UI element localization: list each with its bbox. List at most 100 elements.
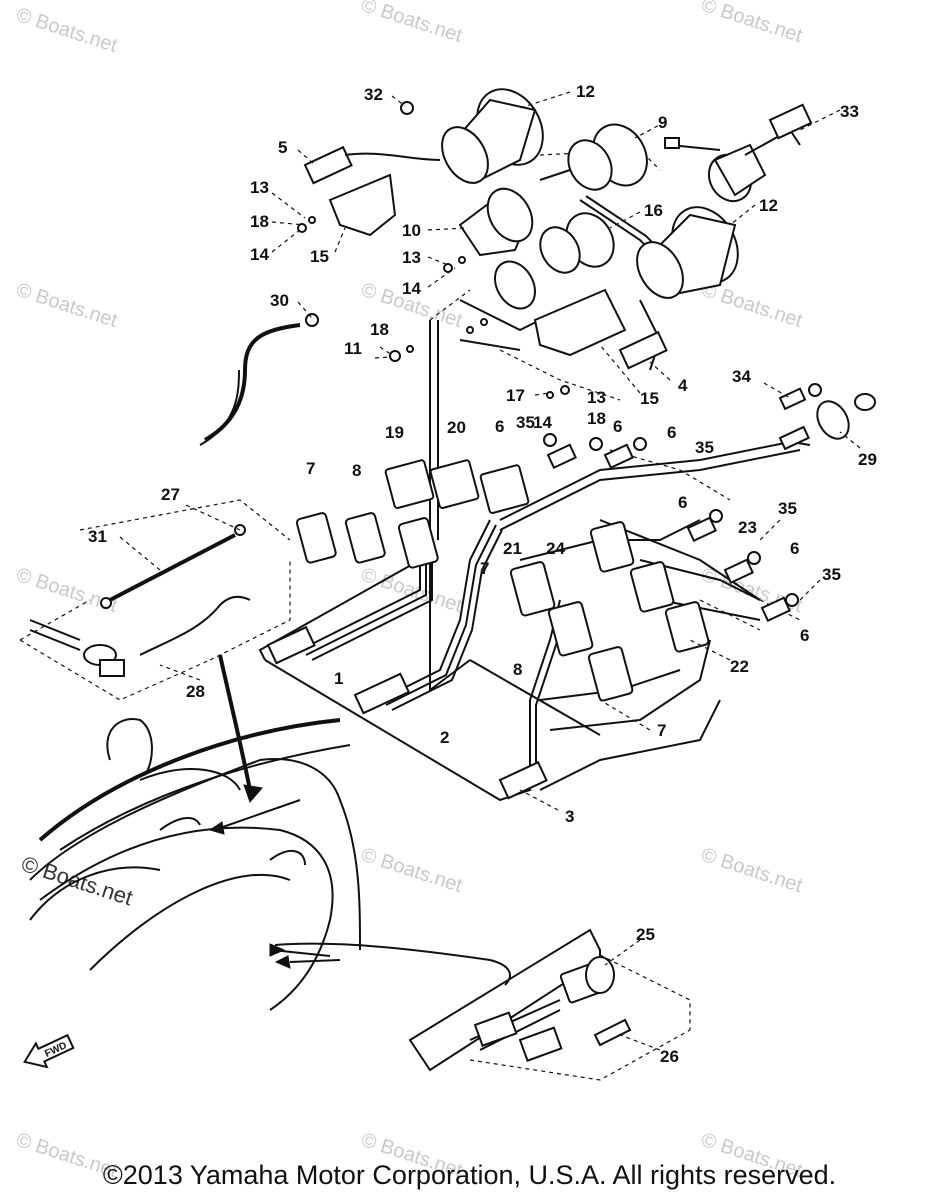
callout-23: 23 bbox=[738, 518, 757, 537]
callout-3: 3 bbox=[565, 807, 574, 826]
callout-35-a: 35 bbox=[516, 413, 535, 432]
part-29-plug bbox=[778, 393, 876, 451]
callout-labels: 1 2 3 4 5 6 6 6 6 6 6 7 7 7 8 8 9 10 11 … bbox=[88, 82, 877, 1066]
connector-4 bbox=[618, 330, 668, 370]
watermark: © Boats.net bbox=[698, 844, 805, 897]
part-30-hose bbox=[199, 313, 319, 446]
watermark: © Boats.net bbox=[13, 279, 120, 332]
callout-14-b: 14 bbox=[402, 279, 421, 298]
callout-9: 9 bbox=[658, 113, 667, 132]
callout-22: 22 bbox=[730, 657, 749, 676]
switch-8-left bbox=[344, 512, 386, 564]
switch-mid bbox=[397, 517, 439, 569]
gauge-12-top bbox=[441, 88, 544, 184]
callout-6-e: 6 bbox=[790, 539, 799, 558]
part-25-plate bbox=[408, 928, 615, 1072]
part-33-module bbox=[664, 103, 813, 203]
callout-24: 24 bbox=[546, 539, 565, 558]
bracket-15-right bbox=[533, 288, 627, 357]
callout-15-a: 15 bbox=[310, 247, 329, 266]
part-26-key bbox=[593, 1018, 632, 1047]
callout-6-c: 6 bbox=[667, 423, 676, 442]
connector-3 bbox=[498, 760, 548, 800]
part-34 bbox=[778, 383, 822, 411]
watermarks: © Boats.net © Boats.net © Boats.net © Bo… bbox=[13, 0, 805, 1182]
gauge-16 bbox=[539, 212, 615, 274]
callout-10: 10 bbox=[402, 221, 421, 240]
callout-5: 5 bbox=[278, 138, 287, 157]
callout-6-b: 6 bbox=[613, 417, 622, 436]
callout-6-d: 6 bbox=[678, 493, 687, 512]
callout-16: 16 bbox=[644, 201, 663, 220]
callout-31: 31 bbox=[88, 527, 107, 546]
switch-8-center bbox=[547, 601, 594, 657]
callout-13-b: 13 bbox=[402, 248, 421, 267]
callout-29: 29 bbox=[858, 450, 877, 469]
hardware bbox=[297, 101, 570, 399]
callout-35-b: 35 bbox=[695, 438, 714, 457]
switch-7-bottom bbox=[587, 646, 634, 702]
callout-35-d: 35 bbox=[822, 565, 841, 584]
callout-6-a: 6 bbox=[495, 417, 504, 436]
fwd-arrow: FWD bbox=[23, 1033, 75, 1069]
copyright-notice: ©2013 Yamaha Motor Corporation, U.S.A. A… bbox=[102, 1160, 837, 1190]
connector-5 bbox=[303, 145, 441, 185]
callout-18-c: 18 bbox=[587, 409, 606, 428]
watermark: © Boats.net bbox=[13, 564, 120, 617]
callout-11: 11 bbox=[344, 339, 362, 358]
callout-33: 33 bbox=[840, 102, 859, 121]
gauge-center bbox=[494, 260, 536, 310]
watermark: © Boats.net bbox=[698, 0, 805, 47]
callout-4: 4 bbox=[678, 376, 688, 395]
connector-2 bbox=[353, 672, 411, 715]
gauge-12-right bbox=[636, 206, 739, 299]
callout-7-a: 7 bbox=[306, 459, 315, 478]
callout-26: 26 bbox=[660, 1047, 679, 1066]
switch-upper-right bbox=[629, 561, 675, 613]
switch-7-left bbox=[295, 512, 337, 564]
callout-19: 19 bbox=[385, 423, 404, 442]
callout-6-f: 6 bbox=[800, 626, 809, 645]
gauge-10-bracket bbox=[458, 187, 534, 257]
callout-27: 27 bbox=[161, 485, 180, 504]
callout-18-a: 18 bbox=[250, 212, 269, 231]
callout-35-c: 35 bbox=[778, 499, 797, 518]
callout-12-a: 12 bbox=[576, 82, 595, 101]
part-31-lead bbox=[100, 524, 246, 609]
callout-14-c: 14 bbox=[533, 413, 552, 432]
callout-7-c: 7 bbox=[657, 721, 666, 740]
callout-30: 30 bbox=[270, 291, 289, 310]
callout-8-b: 8 bbox=[513, 660, 522, 679]
sockets bbox=[543, 433, 799, 623]
callout-7-b: 7 bbox=[480, 559, 489, 578]
callout-32: 32 bbox=[364, 85, 383, 104]
callout-34: 34 bbox=[732, 367, 751, 386]
callout-21: 21 bbox=[503, 539, 522, 558]
switch-housing bbox=[384, 459, 530, 514]
leader-lines bbox=[119, 91, 861, 1051]
callout-18-b: 18 bbox=[370, 320, 389, 339]
gauge-9 bbox=[567, 123, 648, 191]
connector-1 bbox=[266, 625, 316, 665]
callout-14-a: 14 bbox=[250, 245, 269, 264]
switch-24 bbox=[589, 521, 635, 573]
callout-13-a: 13 bbox=[250, 178, 269, 197]
part-28-sender bbox=[29, 595, 251, 677]
bracket-15-left bbox=[328, 173, 397, 237]
callout-25: 25 bbox=[636, 925, 655, 944]
callout-12-b: 12 bbox=[759, 196, 778, 215]
callout-1: 1 bbox=[334, 669, 343, 688]
callout-20: 20 bbox=[447, 418, 466, 437]
watermark: © Boats.net bbox=[358, 844, 465, 897]
callout-15-b: 15 bbox=[640, 389, 659, 408]
callout-2: 2 bbox=[440, 728, 449, 747]
callout-8-a: 8 bbox=[352, 461, 361, 480]
switch-22 bbox=[664, 601, 710, 653]
callout-13-c: 13 bbox=[587, 388, 606, 407]
switch-7-center bbox=[509, 561, 556, 617]
watermark: © Boats.net bbox=[358, 0, 465, 47]
watermark: © Boats.net bbox=[13, 4, 120, 57]
callout-28: 28 bbox=[186, 682, 205, 701]
hull-outline bbox=[29, 654, 511, 1011]
